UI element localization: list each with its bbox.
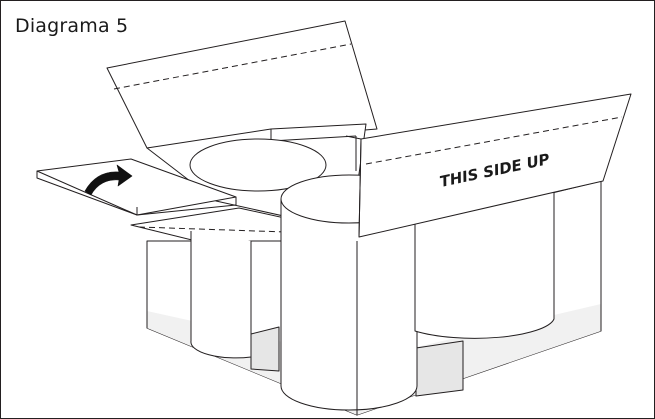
divider-left (250, 326, 280, 372)
fold-arrow-icon (84, 164, 133, 196)
left-flap-edge (36, 171, 138, 216)
diagram-title: Diagrama 5 (15, 15, 129, 37)
can-front-left (280, 199, 418, 411)
divider-right (415, 340, 464, 397)
back-flap (106, 20, 378, 149)
back-flap-fold-line (113, 43, 352, 90)
right-flap-fold-line (365, 116, 623, 165)
can-back-left-body (190, 231, 252, 359)
can-back-left-top (189, 138, 327, 192)
